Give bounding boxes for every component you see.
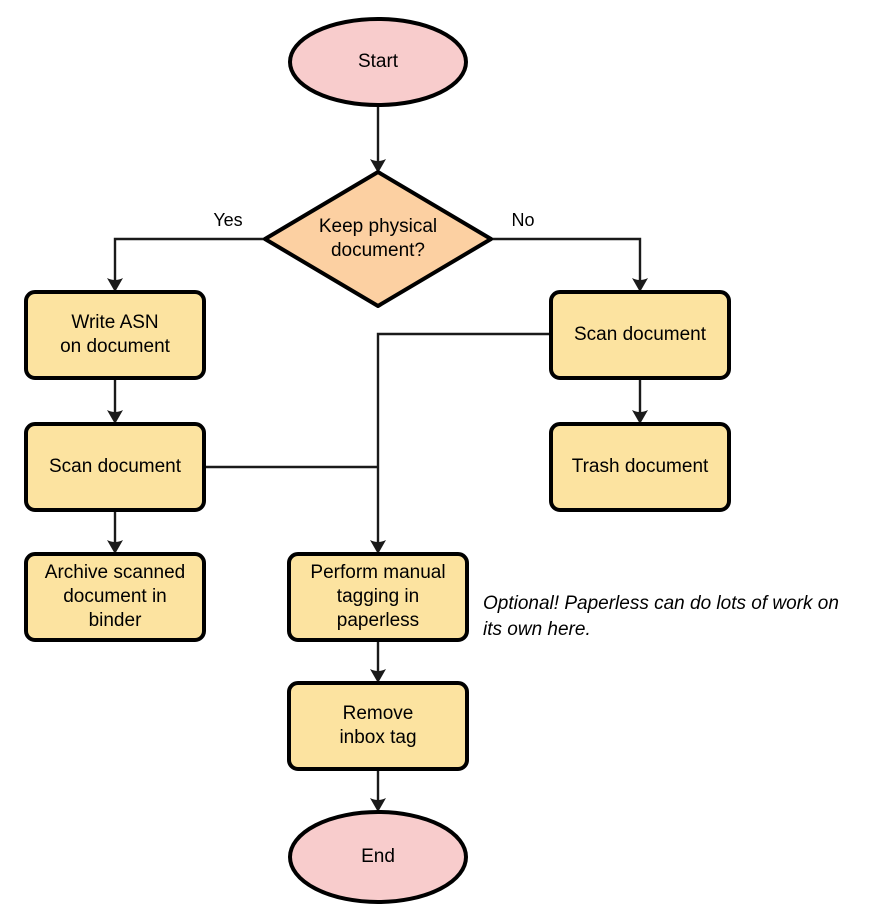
node-label-line: document?	[331, 240, 425, 261]
node-scan-document-right[interactable]: Scan document	[549, 290, 731, 380]
edge-manual-tagging-to-remove-inbox	[370, 640, 386, 683]
node-write-asn[interactable]: Write ASN on document	[24, 290, 206, 380]
node-label-line: Archive scanned	[45, 562, 185, 583]
annotation-line: its own here.	[483, 619, 591, 640]
annotations-layer: Optional! Paperless can do lots of work …	[483, 593, 839, 640]
node-label-remove-inbox-tag: Remove inbox tag	[339, 703, 416, 748]
node-label-line: Keep physical	[319, 216, 437, 237]
node-label-line: tagging in	[337, 586, 419, 607]
node-scan-document-left[interactable]: Scan document	[24, 422, 206, 512]
node-shape-rect[interactable]	[287, 681, 469, 771]
node-shape-rect[interactable]	[24, 422, 206, 512]
node-shape-rect[interactable]	[24, 552, 206, 642]
node-label-trash-document: Trash document	[572, 456, 709, 477]
node-label-line: document in	[63, 586, 167, 607]
arrowhead-icon	[370, 798, 386, 812]
node-label-line: paperless	[337, 610, 419, 631]
edge-decision-yes-to-write-asn: Yes	[107, 210, 265, 292]
node-label-line: Remove	[343, 703, 414, 724]
edges-layer: Yes No	[107, 105, 648, 812]
node-shape-rect[interactable]	[287, 552, 469, 642]
node-archive-binder[interactable]: Archive scanned document in binder	[24, 552, 206, 642]
node-label-line: binder	[89, 610, 142, 631]
node-label-line: Perform manual	[310, 562, 445, 583]
node-shape-ellipse[interactable]	[288, 810, 468, 904]
node-keep-physical[interactable]: Keep physical document?	[263, 170, 493, 308]
edge-path	[113, 237, 265, 287]
arrowhead-icon	[370, 159, 386, 173]
arrowhead-icon	[370, 669, 386, 683]
node-shape-rect[interactable]	[549, 422, 731, 512]
arrowhead-icon	[107, 410, 123, 424]
node-label-archive-binder: Archive scanned document in binder	[45, 562, 185, 631]
edge-decision-no-to-scan-right: No	[491, 210, 648, 292]
node-label-line: on document	[60, 336, 171, 357]
node-label-line: inbox tag	[339, 727, 416, 748]
node-end[interactable]: End	[288, 810, 468, 904]
edge-label-decision-no-to-scan-right: No	[511, 210, 534, 230]
annotation-optional-note: Optional! Paperless can do lots of work …	[483, 593, 839, 640]
edge-path	[376, 332, 551, 549]
node-label-scan-document-left: Scan document	[49, 456, 182, 477]
node-label-line: End	[361, 846, 395, 867]
edge-start-to-decision	[370, 105, 386, 173]
arrowhead-icon	[370, 540, 386, 554]
annotation-line: Optional! Paperless can do lots of work …	[483, 593, 839, 614]
node-start[interactable]: Start	[288, 17, 468, 107]
node-label-write-asn: Write ASN on document	[60, 312, 171, 357]
edge-scan-right-to-manual-tagging	[370, 332, 551, 554]
node-label-end: End	[361, 846, 395, 867]
arrowhead-icon	[632, 410, 648, 424]
arrowhead-icon	[107, 278, 123, 292]
arrowhead-icon	[632, 278, 648, 292]
node-label-line: Trash document	[572, 456, 709, 477]
node-shape-ellipse[interactable]	[288, 17, 468, 107]
arrowhead-icon	[107, 540, 123, 554]
node-label-manual-tagging: Perform manual tagging in paperless	[310, 562, 445, 631]
node-remove-inbox-tag[interactable]: Remove inbox tag	[287, 681, 469, 771]
node-manual-tagging[interactable]: Perform manual tagging in paperless	[287, 552, 469, 642]
node-label-scan-document-right: Scan document	[574, 324, 707, 345]
node-label-start: Start	[358, 51, 399, 72]
edge-remove-inbox-to-end	[370, 769, 386, 812]
node-label-line: Write ASN	[71, 312, 158, 333]
edge-write-asn-to-scan-left	[107, 378, 123, 424]
node-shape-rect[interactable]	[24, 290, 206, 380]
node-label-line: Scan document	[49, 456, 182, 477]
node-shape-diamond[interactable]	[263, 170, 493, 308]
node-label-keep-physical: Keep physical document?	[319, 216, 437, 261]
edge-path	[491, 237, 642, 287]
node-trash-document[interactable]: Trash document	[549, 422, 731, 512]
node-label-line: Start	[358, 51, 399, 72]
node-shape-rect[interactable]	[549, 290, 731, 380]
edge-scan-right-to-trash	[632, 378, 648, 424]
edge-scan-left-to-archive	[107, 510, 123, 554]
node-label-line: Scan document	[574, 324, 707, 345]
edge-label-decision-yes-to-write-asn: Yes	[213, 210, 242, 230]
